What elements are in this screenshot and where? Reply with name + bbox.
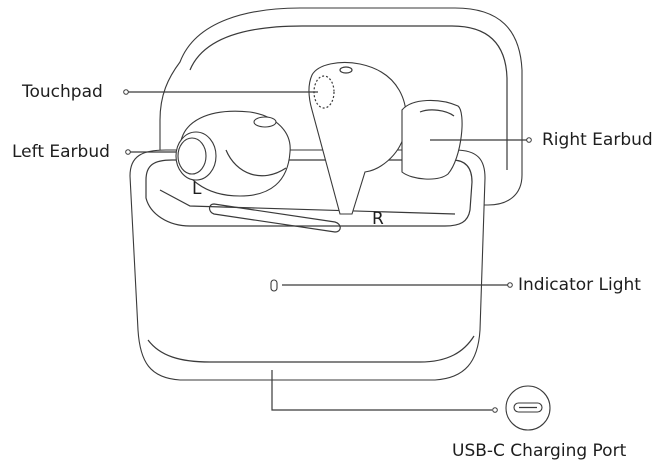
- right-marking: R: [372, 209, 384, 229]
- left-earbud-label: Left Earbud: [12, 142, 110, 162]
- touchpad-label: Touchpad: [21, 82, 103, 102]
- usb-c-port-label: USB-C Charging Port: [452, 441, 627, 461]
- right-earbud-label: Right Earbud: [542, 130, 653, 150]
- case-body: [129, 149, 486, 381]
- left-marking: L: [192, 179, 202, 199]
- usb-c-leader: [271, 370, 492, 411]
- usb-c-port-icon: [505, 385, 551, 431]
- indicator-light-label: Indicator Light: [518, 275, 641, 295]
- left-earbud: [175, 110, 291, 197]
- indicator-led-icon: [270, 279, 278, 292]
